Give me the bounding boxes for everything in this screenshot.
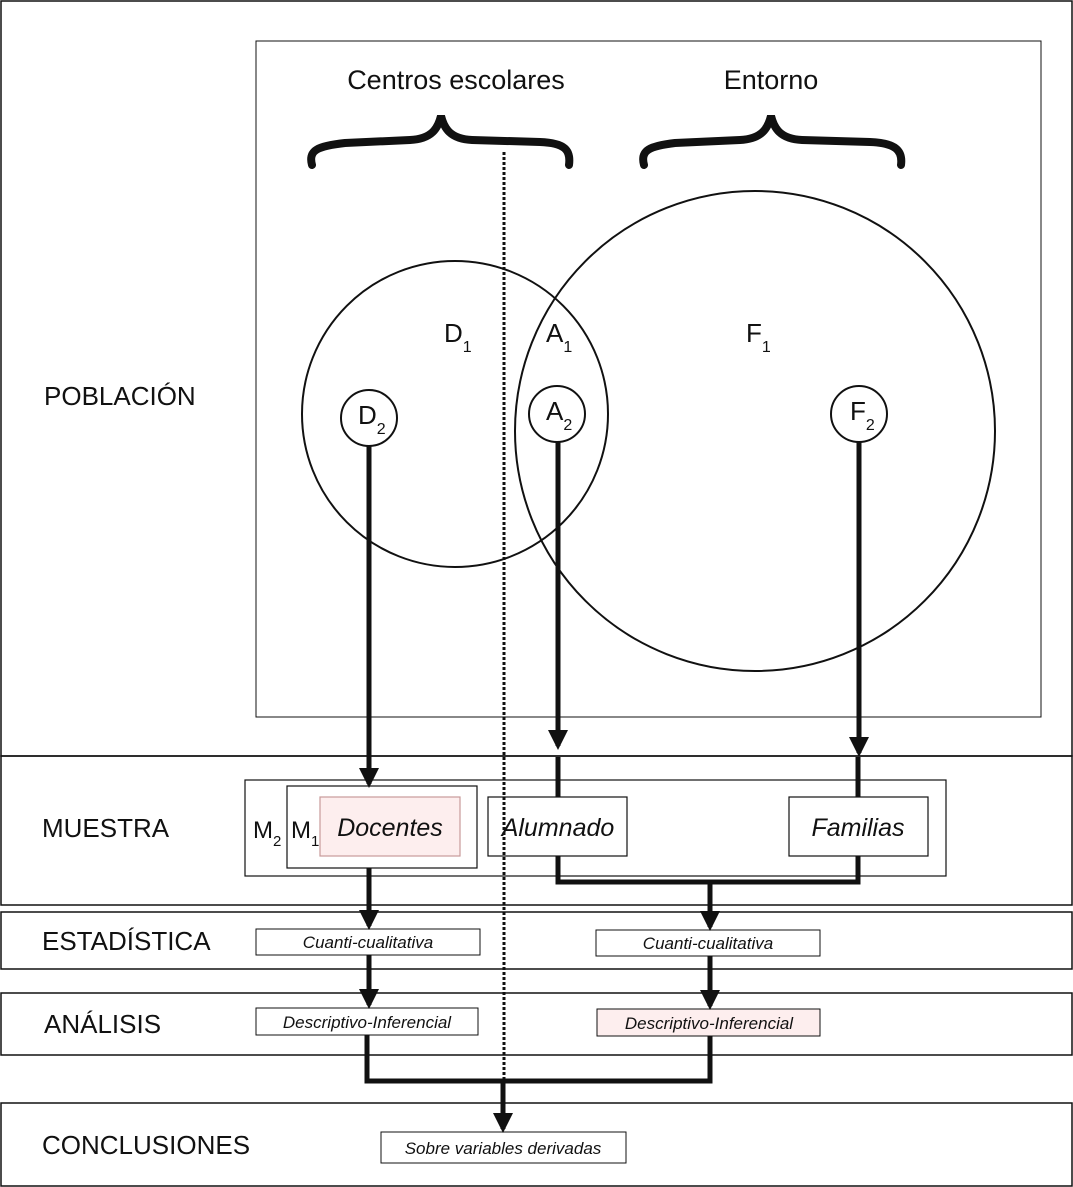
centros-brace (307, 114, 574, 169)
poblacion-label: POBLACIÓN (44, 381, 196, 411)
stats-left-text: Cuanti-cualitativa (303, 933, 433, 952)
familias-box (788, 796, 929, 857)
muestra-label: MUESTRA (42, 813, 170, 843)
poblacion-section (0, 0, 1073, 757)
alumnado-box (487, 796, 628, 857)
analysis-left-box (255, 1007, 479, 1036)
docentes-text: Docentes (337, 814, 443, 842)
centros-escolares-heading: Centros escolares (347, 65, 565, 95)
d1-label: D1 (444, 318, 472, 356)
sample-outer-frame (244, 779, 947, 877)
f1-label: F1 (746, 318, 771, 356)
f1-circle (514, 190, 996, 672)
conclusiones-label: CONCLUSIONES (42, 1130, 250, 1160)
docentes-box (319, 796, 461, 857)
estadistica-section (0, 911, 1073, 970)
familias-text: Familias (811, 814, 904, 842)
entorno-brace (639, 114, 906, 169)
conclusiones-section (0, 1102, 1073, 1187)
alumnado-familias-join (555, 856, 861, 885)
stats-right-text: Cuanti-cualitativa (643, 934, 773, 953)
analysis-join (364, 1035, 713, 1084)
population-frame (255, 40, 1042, 718)
analysis-right-box (596, 1008, 821, 1037)
m1-frame (286, 785, 478, 869)
alumnado-text: Alumnado (500, 814, 615, 842)
estadistica-label: ESTADÍSTICA (42, 926, 211, 956)
a1-label: A1 (546, 318, 572, 356)
entorno-heading: Entorno (724, 65, 819, 95)
analisis-label: ANÁLISIS (44, 1009, 161, 1039)
stats-left-box (255, 928, 481, 956)
f2-label: F2 (850, 396, 875, 434)
d1-circle (301, 260, 609, 568)
m2-label: M2 (253, 817, 281, 850)
analysis-left-text: Descriptivo-Inferencial (283, 1013, 452, 1032)
m1-label: M1 (291, 817, 319, 850)
d2-label: D2 (358, 400, 386, 438)
analisis-section (0, 992, 1073, 1056)
conclusions-text: Sobre variables derivadas (405, 1139, 602, 1158)
muestra-section (0, 755, 1073, 906)
analysis-right-text: Descriptivo-Inferencial (625, 1014, 794, 1033)
a2-label: A2 (546, 396, 572, 434)
conclusions-box (380, 1131, 627, 1164)
